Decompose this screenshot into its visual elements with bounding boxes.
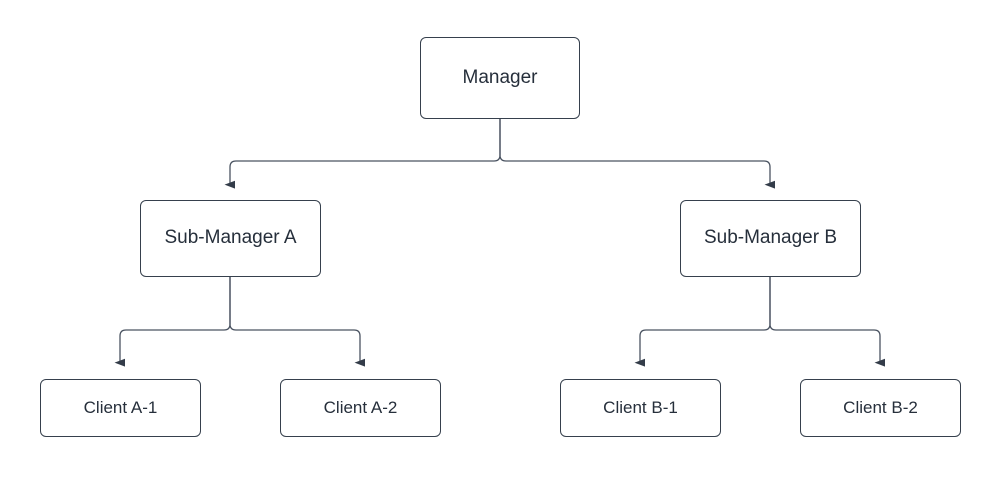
node-sub-manager-a-label: Sub-Manager A [164, 227, 297, 249]
edge-manager-to-submanager-b [499, 119, 776, 189]
node-sub-manager-b-label: Sub-Manager B [703, 227, 838, 249]
node-sub-manager-b[interactable]: Sub-Manager B [680, 200, 861, 277]
node-client-a2-label: Client A-2 [323, 397, 398, 417]
edge-manager-to-submanager-a [224, 119, 501, 189]
edge-submanager-b-to-client-b2 [769, 277, 886, 367]
edge-submanager-b-to-client-b1 [634, 277, 771, 367]
edge-submanager-a-to-client-a2 [229, 277, 366, 367]
node-client-a1[interactable]: Client A-1 [40, 379, 201, 437]
node-client-a1-label: Client A-1 [83, 397, 158, 417]
node-client-b1[interactable]: Client B-1 [560, 379, 721, 437]
node-client-b2-label: Client B-2 [843, 397, 918, 417]
node-sub-manager-a[interactable]: Sub-Manager A [140, 200, 321, 277]
edge-submanager-a-to-client-a1 [114, 277, 231, 367]
node-manager[interactable]: Manager [420, 37, 580, 119]
node-client-b2[interactable]: Client B-2 [800, 379, 961, 437]
node-manager-label: Manager [462, 66, 538, 88]
node-client-b1-label: Client B-1 [603, 397, 678, 417]
node-client-a2[interactable]: Client A-2 [280, 379, 441, 437]
